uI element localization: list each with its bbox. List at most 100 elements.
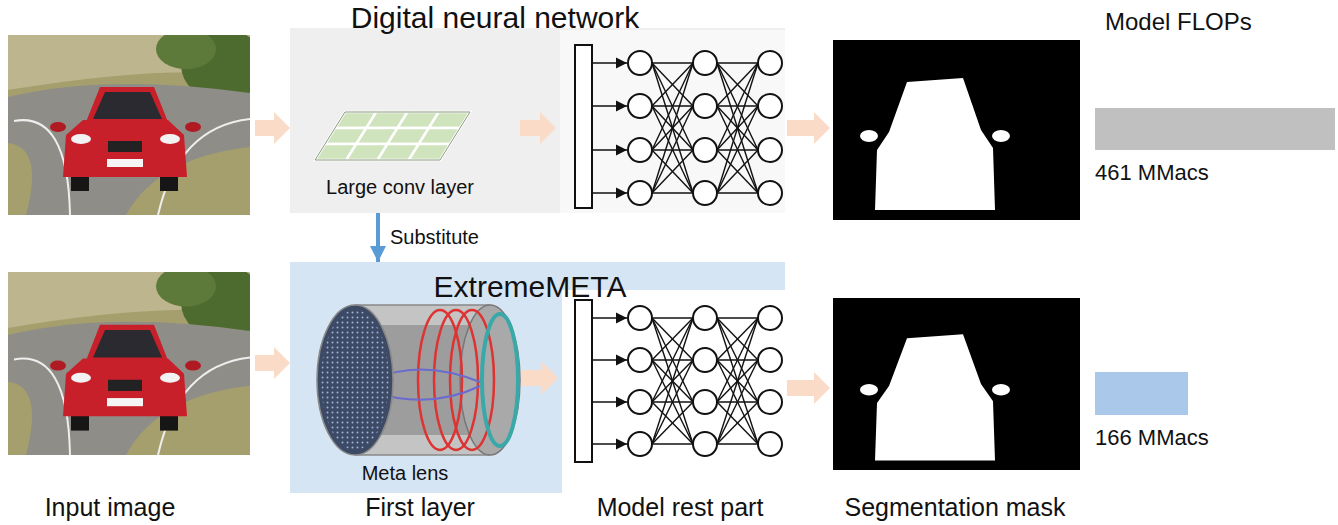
lens-edge bbox=[355, 304, 490, 306]
lens-ring bbox=[482, 314, 518, 446]
network-link bbox=[652, 360, 693, 444]
flops-bar: 166 MMacs bbox=[1095, 372, 1188, 415]
extremeta-panel: ExtremeMETA Meta lens bbox=[290, 262, 785, 493]
network-link bbox=[717, 63, 758, 193]
neuron bbox=[693, 390, 717, 414]
network-link bbox=[717, 63, 758, 150]
input-arrow bbox=[593, 317, 627, 319]
network-link bbox=[717, 443, 758, 444]
input-photo bbox=[8, 29, 265, 215]
neuron bbox=[628, 94, 652, 118]
network-link bbox=[717, 106, 758, 193]
input-layer-bar bbox=[575, 45, 592, 208]
stage-label: Segmentation mask bbox=[805, 493, 1105, 522]
stage-label: Model rest part bbox=[530, 493, 830, 522]
network-link bbox=[652, 402, 693, 444]
neuron bbox=[693, 432, 717, 456]
neuron bbox=[758, 94, 782, 118]
panel-title: ExtremeMETA bbox=[406, 270, 654, 305]
lens-front bbox=[317, 305, 393, 455]
input-arrow bbox=[593, 149, 627, 151]
network-link bbox=[652, 192, 693, 193]
metasurface-pattern bbox=[321, 310, 389, 450]
neuron bbox=[693, 306, 717, 330]
network-link bbox=[717, 150, 758, 193]
network-link bbox=[652, 318, 693, 444]
substitute-arrow bbox=[376, 213, 380, 262]
neuron bbox=[693, 348, 717, 372]
neuron bbox=[628, 390, 652, 414]
network-link bbox=[652, 63, 693, 193]
network-link bbox=[717, 62, 758, 63]
layer-caption: Large conv layer bbox=[296, 176, 504, 199]
stage-label: Input image bbox=[0, 493, 220, 522]
network-link bbox=[652, 318, 693, 444]
conv-cell bbox=[429, 112, 470, 128]
flops-value: 461 MMacs bbox=[1095, 160, 1338, 185]
network-link bbox=[717, 318, 758, 402]
flow-arrow bbox=[522, 362, 558, 394]
input-arrow bbox=[593, 105, 627, 107]
network-link bbox=[652, 318, 693, 402]
network-link bbox=[717, 63, 758, 193]
input-arrow bbox=[593, 62, 627, 64]
network-link bbox=[652, 63, 693, 193]
neuron bbox=[758, 181, 782, 205]
network-link bbox=[652, 63, 693, 150]
network-link bbox=[652, 317, 693, 318]
segmentation-mask-image bbox=[833, 298, 1080, 470]
neuron bbox=[628, 51, 652, 75]
neuron bbox=[758, 390, 782, 414]
conv-cell bbox=[419, 128, 460, 144]
network-panel: Digital neural networkLarge conv layer bbox=[290, 28, 785, 213]
input-arrow bbox=[593, 443, 627, 445]
input-layer-bar bbox=[575, 300, 592, 462]
neuron bbox=[758, 432, 782, 456]
flops-value: 166 MMacs bbox=[1095, 425, 1303, 450]
neuron bbox=[628, 138, 652, 162]
network-box bbox=[560, 30, 785, 213]
input-arrow bbox=[593, 359, 627, 361]
neuron bbox=[758, 348, 782, 372]
neuron bbox=[628, 432, 652, 456]
lens-back bbox=[460, 305, 520, 455]
flow-arrow bbox=[255, 347, 290, 379]
stage-label: First layer bbox=[270, 493, 570, 522]
flow-arrow bbox=[520, 112, 556, 144]
panel-title: Digital neural network bbox=[286, 1, 704, 36]
network-link bbox=[652, 443, 693, 444]
meta-lens-drawing bbox=[317, 305, 520, 455]
neuron bbox=[628, 348, 652, 372]
lens-caption: Meta lens bbox=[316, 462, 494, 485]
input-photo bbox=[8, 266, 265, 455]
network-link bbox=[652, 63, 693, 150]
network-link bbox=[717, 318, 758, 444]
conv-outline bbox=[315, 112, 470, 160]
neuron bbox=[758, 306, 782, 330]
network-link bbox=[652, 360, 693, 444]
neuron bbox=[693, 51, 717, 75]
neuron bbox=[693, 138, 717, 162]
network-link bbox=[717, 402, 758, 444]
segmentation-mask-image bbox=[833, 40, 1080, 220]
flow-arrow bbox=[787, 372, 830, 404]
flow-arrow bbox=[787, 112, 830, 144]
network-link bbox=[717, 106, 758, 193]
network-link bbox=[717, 318, 758, 444]
conv-cell bbox=[409, 144, 450, 160]
lens-edge bbox=[355, 454, 490, 456]
network-link bbox=[717, 318, 758, 402]
network-link bbox=[717, 360, 758, 444]
network-drawing bbox=[575, 45, 782, 208]
network-link bbox=[652, 318, 693, 402]
input-arrow bbox=[593, 192, 627, 194]
input-arrow bbox=[593, 401, 627, 403]
network-link bbox=[652, 106, 693, 193]
conv-grid bbox=[315, 112, 470, 160]
flops-bar: 461 MMacs bbox=[1095, 108, 1335, 150]
neuron bbox=[758, 138, 782, 162]
network-link bbox=[717, 63, 758, 150]
network-link bbox=[652, 106, 693, 193]
neuron bbox=[628, 306, 652, 330]
